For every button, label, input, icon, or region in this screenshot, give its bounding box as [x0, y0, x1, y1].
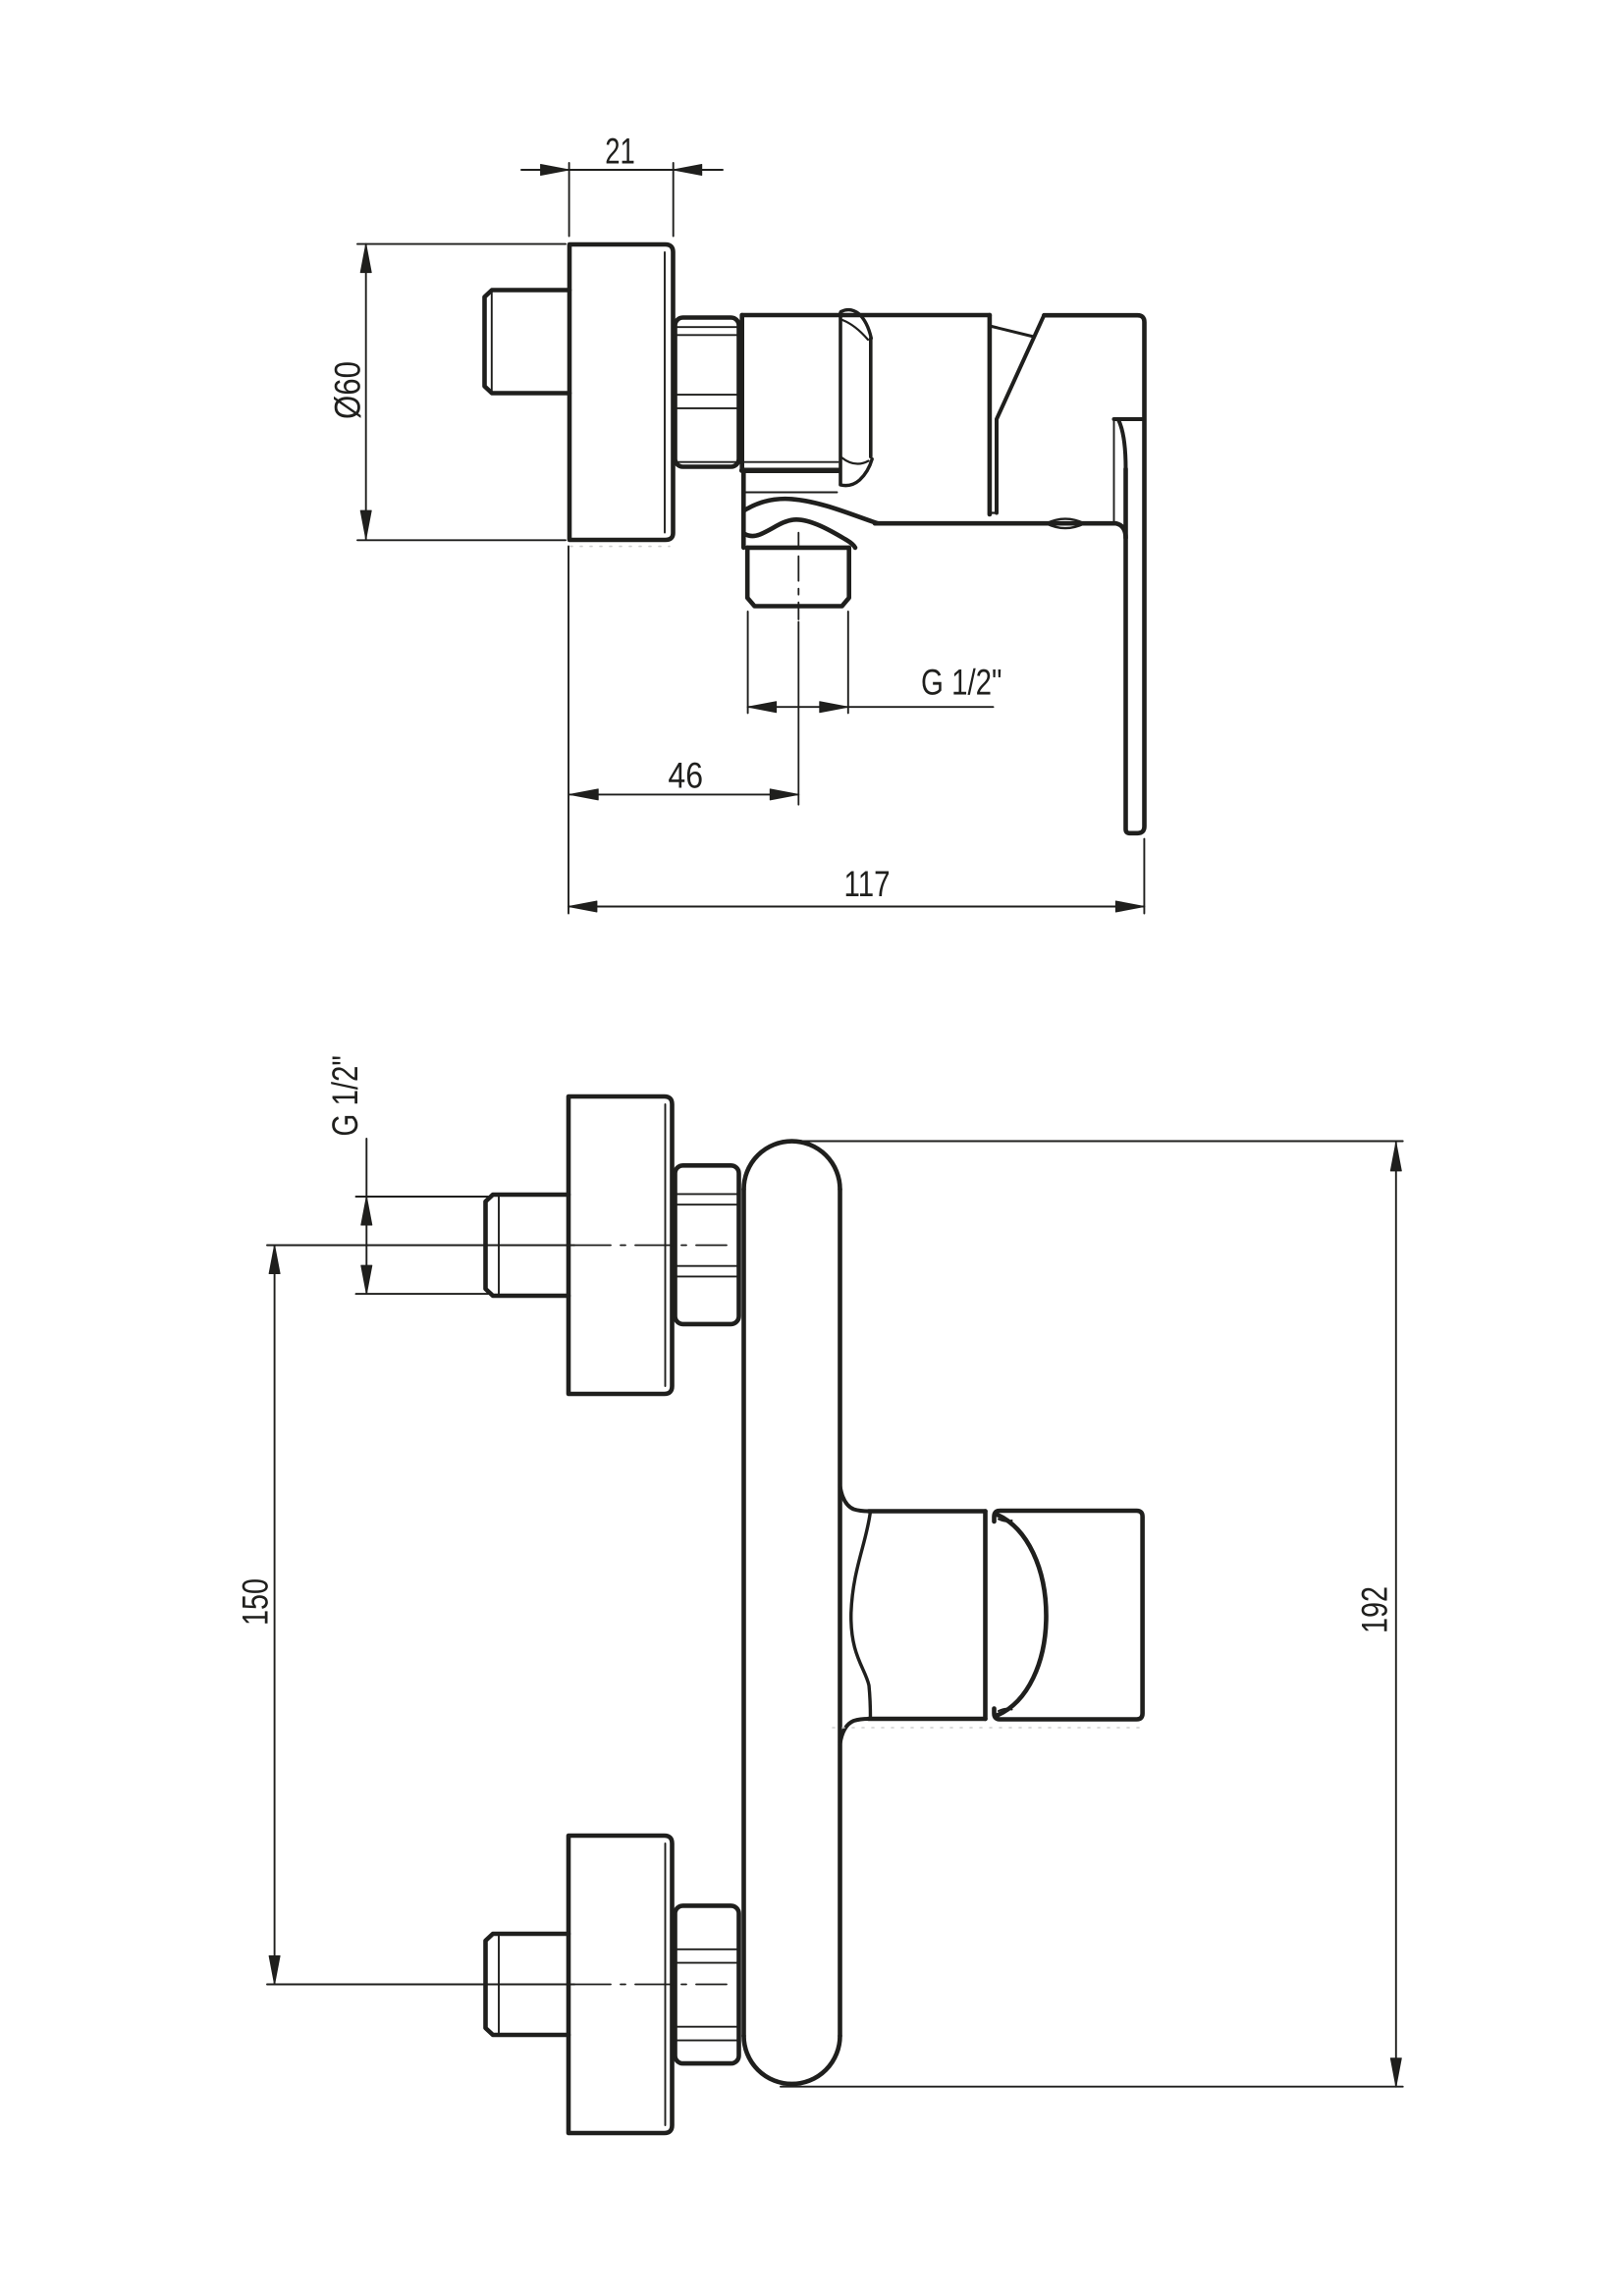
svg-text:192: 192 — [1355, 1586, 1395, 1633]
svg-text:46: 46 — [668, 755, 703, 795]
svg-text:G 1/2": G 1/2" — [325, 1055, 365, 1137]
svg-text:117: 117 — [843, 864, 890, 904]
svg-text:21: 21 — [605, 131, 635, 171]
svg-text:G 1/2": G 1/2" — [921, 663, 1002, 703]
svg-text:Ø60: Ø60 — [328, 361, 368, 419]
svg-text:150: 150 — [236, 1578, 276, 1626]
